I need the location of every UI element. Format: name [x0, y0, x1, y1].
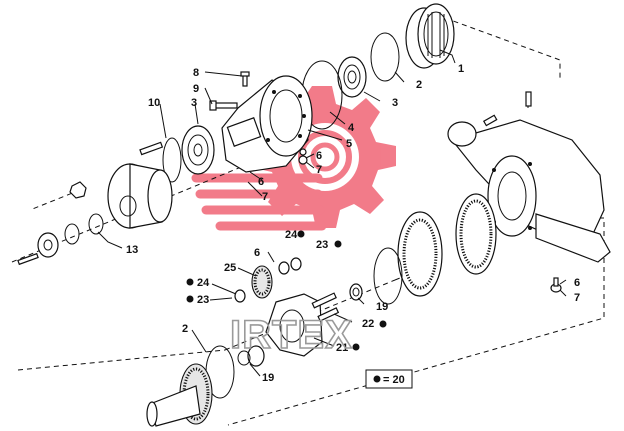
callout-labels: 1 2 3 3 4 5 6 6 6 6 7 7 7 8 9 10 13 19 1…: [126, 63, 580, 384]
part-screw-8: [240, 71, 250, 87]
part-washers-stack: [64, 213, 104, 245]
callout-21: 21: [336, 342, 348, 354]
callout-2: 2: [416, 79, 422, 91]
callout-7-middle: 7: [316, 164, 322, 176]
part-flange-13: [107, 163, 173, 229]
part-ball-bearing-upper: [337, 56, 367, 98]
part-small-screw-right: [482, 114, 498, 127]
callout-3-upper: 3: [392, 97, 398, 109]
part-ball-bearing-lower: [181, 125, 215, 175]
part-hub-housing: [221, 75, 313, 173]
callout-6-gear: 6: [254, 247, 260, 259]
part-nut-bottom-right: [550, 277, 562, 293]
part-nut-small: [69, 181, 87, 199]
callout-9: 9: [193, 83, 199, 95]
part-end-cap: [37, 232, 59, 258]
part-retaining-ring-middle: [373, 247, 403, 305]
callout-10: 10: [148, 97, 160, 109]
callout-25: 25: [224, 262, 236, 274]
part-drive-shaft-gear: [146, 363, 213, 427]
callout-7-right: 7: [574, 292, 580, 304]
part-snap-ring-upper: [370, 32, 400, 82]
callout-13: 13: [126, 244, 138, 256]
part-ring-gear-large: [455, 193, 497, 275]
part-nut-middle: [298, 148, 308, 165]
callout-1: 1: [458, 63, 464, 75]
callout-6-left: 6: [258, 176, 264, 188]
callout-23-upper: 23: [316, 239, 328, 251]
part-washer-19-lower: [237, 350, 251, 366]
part-planet-gear-25: [234, 257, 302, 303]
callout-leader-lines: [97, 49, 567, 377]
callout-4: 4: [348, 122, 355, 134]
callout-5: 5: [346, 138, 352, 150]
callout-24-upper: 24: [285, 229, 298, 241]
callout-6-middle: 6: [316, 150, 322, 162]
part-planet-pins-22: [311, 292, 340, 322]
callout-7-left: 7: [262, 191, 268, 203]
part-bolt-9: [209, 100, 238, 111]
part-ring-gear-middle: [397, 211, 443, 297]
callout-dot-markers: [186, 230, 387, 351]
callout-3-lower: 3: [191, 97, 197, 109]
callout-19-middle: 19: [376, 301, 388, 313]
part-stud-bolt: [139, 141, 164, 156]
part-small-bolt-left: [17, 252, 39, 266]
callout-22: 22: [362, 318, 374, 330]
legend-box: = 20: [365, 369, 413, 389]
callout-2-lower: 2: [182, 323, 188, 335]
part-planet-carrier-21: [247, 293, 323, 367]
part-seal-ring-10: [162, 137, 182, 183]
watermark-text: IRTEX: [230, 313, 353, 357]
callout-23-lower: 23: [197, 294, 209, 306]
part-roller-bearing: [405, 3, 455, 69]
callout-19-lower: 19: [262, 372, 274, 384]
callout-8: 8: [193, 67, 199, 79]
part-needle-bearing-19: [349, 283, 363, 301]
part-small-pin-right: [525, 91, 532, 107]
callout-24-lower: 24: [197, 277, 210, 289]
legend-text: = 20: [383, 374, 405, 386]
callout-6-right: 6: [574, 277, 580, 289]
part-axle-housing: [447, 119, 611, 263]
